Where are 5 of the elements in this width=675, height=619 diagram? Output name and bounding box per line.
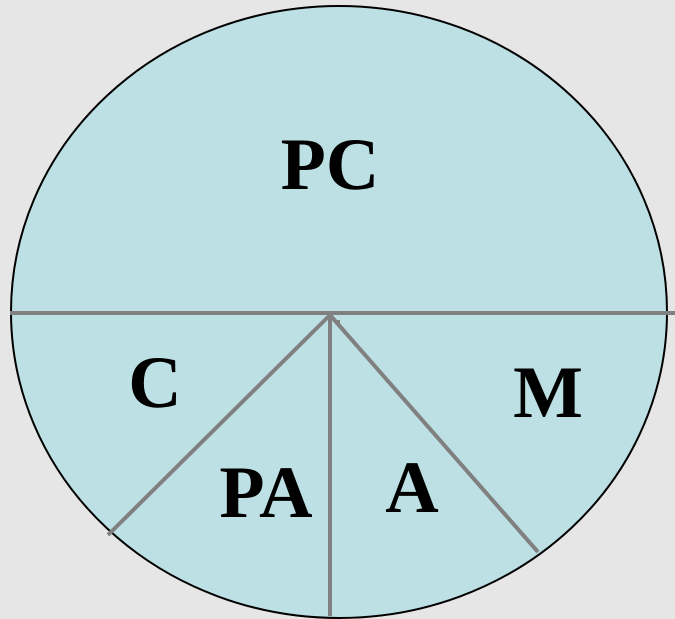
sector-label: M bbox=[513, 356, 583, 430]
sector-label: A bbox=[385, 451, 439, 525]
sector-label: C bbox=[128, 346, 182, 420]
sector-label: PC bbox=[280, 128, 380, 202]
sector-label: PA bbox=[219, 456, 313, 530]
